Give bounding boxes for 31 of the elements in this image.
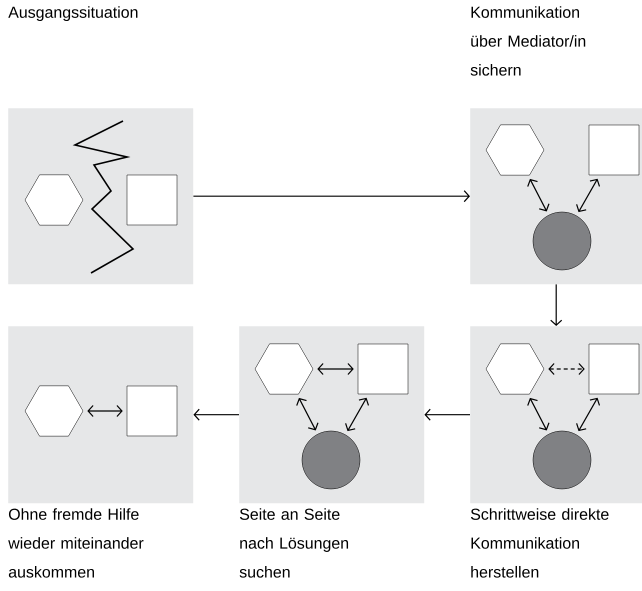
- hexagon: [486, 124, 544, 176]
- caption: Ausgangssituation: [8, 6, 138, 22]
- disc: [532, 430, 592, 490]
- arrow: [424, 408, 470, 421]
- hexagon: [486, 344, 544, 394]
- arrow: [296, 398, 319, 430]
- caption: Ohne fremde Hilfe wieder miteinander auskommen: [8, 508, 144, 578]
- hexagon: [24, 386, 84, 436]
- arrow: [527, 178, 550, 212]
- arrow: [345, 398, 370, 432]
- arrow: [87, 405, 123, 417]
- arrow: [576, 398, 600, 432]
- disc: [302, 430, 360, 490]
- square: [588, 344, 640, 394]
- square: [588, 124, 640, 176]
- disc: [532, 212, 592, 270]
- arrow: [576, 178, 600, 212]
- hexagon: [254, 344, 314, 394]
- square: [126, 386, 178, 436]
- arrow: [193, 408, 239, 421]
- arrow: [193, 190, 470, 202]
- caption: Kommunikation über Mediator/in sichern: [470, 6, 586, 76]
- square: [358, 344, 408, 394]
- square: [126, 174, 178, 226]
- hexagon: [24, 174, 84, 226]
- arrow: [548, 363, 585, 375]
- arrow: [527, 398, 550, 430]
- caption: Seite an Seite nach Lösungen suchen: [240, 508, 348, 578]
- arrow: [317, 363, 354, 375]
- arrow: [550, 284, 562, 326]
- caption: Schrittweise direkte Kommunikation herstellen: [470, 508, 609, 578]
